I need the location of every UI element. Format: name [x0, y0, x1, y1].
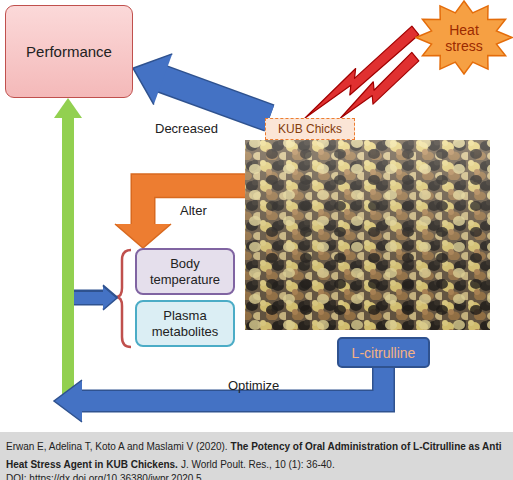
arrow-head	[103, 286, 117, 310]
arrow-head-outline	[133, 54, 172, 105]
node-text: L-citrulline	[352, 345, 416, 361]
arrow-head-outline	[54, 380, 82, 422]
trunk-arrow	[54, 98, 82, 404]
photo-base	[245, 140, 490, 330]
arrow-shaft-outline	[74, 291, 107, 306]
edge-label: Optimize	[228, 378, 279, 393]
arrow-shaft	[143, 186, 245, 228]
photo-detail	[245, 140, 490, 330]
feed-arrow	[54, 368, 384, 422]
arrow-shaft-outline	[78, 368, 384, 401]
lightning-bolt	[305, 26, 419, 118]
metric-box: Plasma metabolites	[135, 300, 235, 347]
connector-arrow	[115, 186, 245, 248]
node-text: Plasma metabolites	[137, 308, 233, 340]
arrow-head	[54, 98, 82, 118]
arrow-head-outline	[103, 286, 117, 310]
arrow-head	[54, 380, 82, 422]
photo-shade	[245, 140, 490, 330]
treatment-box: L-citrulline	[337, 337, 430, 368]
arrow-head-outline	[103, 285, 117, 309]
subject-photo-group: KUB Chicks	[245, 118, 490, 330]
connector-arrow	[341, 52, 419, 118]
arrow-shaft	[74, 291, 107, 303]
arrow-shaft	[62, 114, 74, 404]
grouping-bracket	[116, 250, 131, 347]
arrow-shaft	[78, 368, 384, 401]
node-text: Heat stress	[434, 22, 494, 54]
burst-shape	[416, 1, 512, 74]
citation-band: Erwan E, Adelina T, Koto A and Maslami V…	[0, 432, 513, 480]
edge-label: Decreased	[155, 121, 218, 136]
node-text: Erwan E, Adelina T, Koto A and Maslami V…	[6, 441, 228, 452]
lightning-bolt	[341, 52, 419, 118]
arrow-head	[103, 285, 117, 309]
edge-label: Alter	[180, 203, 207, 218]
connector-arrow	[133, 54, 270, 118]
node-text: J. World Poult. Res., 10 (1): 36-40.	[181, 459, 335, 470]
node-text: KUB Chicks	[265, 118, 355, 140]
connector-arrow	[74, 286, 117, 310]
arrow-shaft-outline	[74, 290, 107, 305]
arrow-shaft	[74, 292, 107, 304]
arrow-shaft-outline	[143, 186, 245, 228]
connector-arrow	[74, 285, 117, 309]
arrow-shaft-outline	[159, 78, 269, 118]
connector-arrow	[54, 98, 384, 422]
arrow-head-outline	[115, 224, 171, 248]
arrow-head	[133, 54, 172, 105]
heat-stress-burst: Heat stress	[415, 0, 513, 75]
node-text: DOI: https://dx.doi.org/10.36380/jwpr.20…	[6, 472, 504, 480]
connector-arrow	[305, 26, 419, 118]
arrow-head	[115, 224, 171, 248]
chicks-photo	[245, 140, 490, 330]
node-text: Body temperature	[137, 256, 233, 288]
arrow-shaft	[159, 78, 269, 118]
metric-box: Body temperature	[135, 248, 235, 295]
node-text: Performance	[26, 43, 112, 60]
outcome-box: Performance	[5, 5, 133, 98]
